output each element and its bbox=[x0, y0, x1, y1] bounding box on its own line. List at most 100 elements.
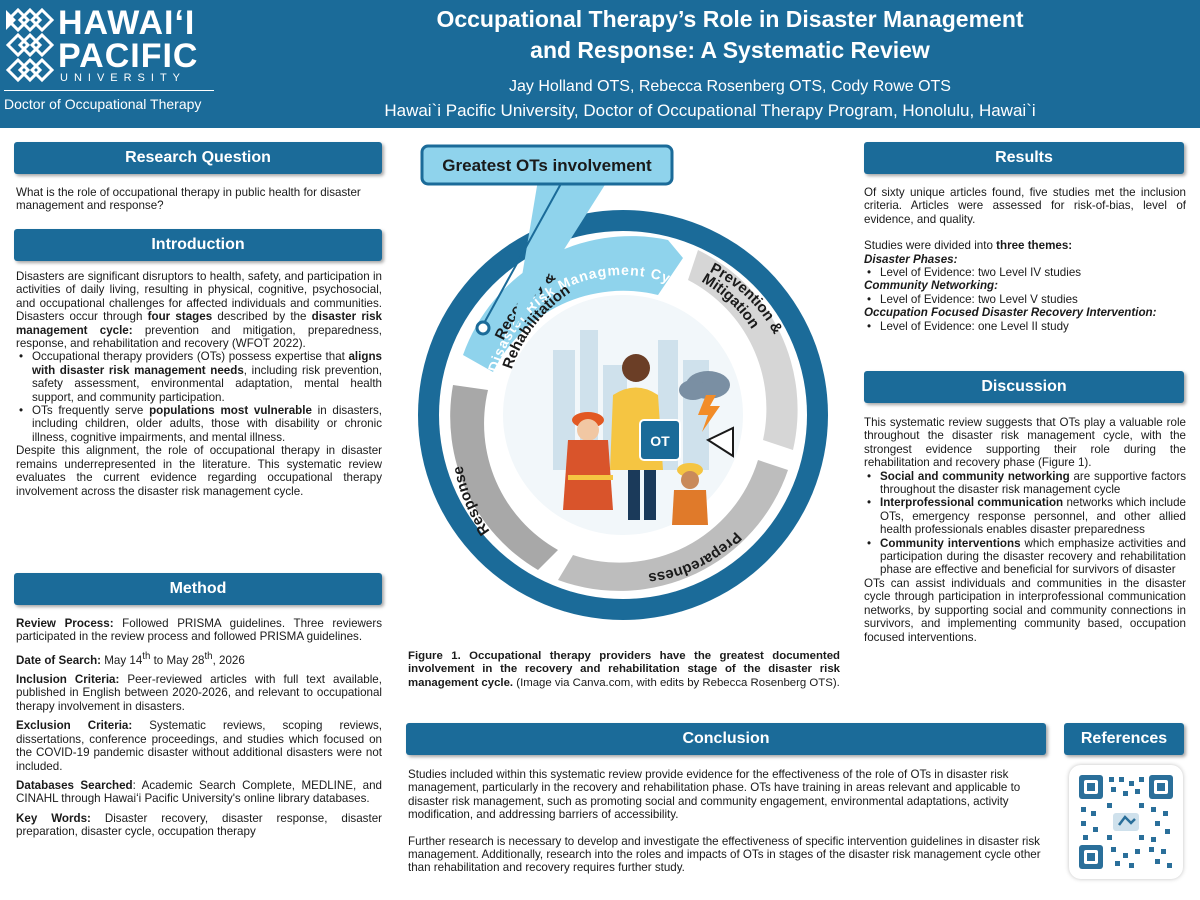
intro-emphasis: populations most vulnerable bbox=[149, 404, 312, 418]
intro-text: Disasters are significant disruptors to … bbox=[16, 270, 382, 324]
logo-word-university: UNIVERSITY bbox=[60, 72, 187, 84]
discussion-emphasis: Community interventions bbox=[880, 536, 1021, 550]
callout-pointer bbox=[513, 180, 608, 330]
method-text: to May 28 bbox=[150, 653, 205, 667]
method-text: Systematic reviews, scoping reviews, dis… bbox=[16, 719, 382, 773]
discussion-text: are supportive factors throughout the di… bbox=[880, 469, 1186, 497]
list-item: Occupational therapy providers (OTs) pos… bbox=[16, 350, 382, 404]
callout-marker-icon bbox=[475, 320, 491, 336]
results-theme-list: Level of Evidence: two Level V studies bbox=[864, 293, 1186, 307]
callout-box bbox=[420, 144, 674, 186]
intro-emphasis: disaster risk management cycle: bbox=[16, 310, 382, 337]
method-databases: Databases Searched: Academic Search Comp… bbox=[16, 779, 382, 806]
discussion-paragraph: This systematic review suggests that OTs… bbox=[864, 416, 1186, 470]
recovery-segment bbox=[463, 236, 683, 372]
logo-word-hawaii: HAWAIʻI bbox=[58, 4, 196, 42]
intro-text: prevention and mitigation, preparedness,… bbox=[16, 323, 382, 351]
intro-text: Occupational therapy providers (OTs) pos… bbox=[32, 350, 349, 364]
list-item: Interprofessional communication networks… bbox=[864, 496, 1186, 536]
method-text: Peer-reviewed articles with full text av… bbox=[16, 673, 382, 713]
references-qr-code[interactable] bbox=[1069, 765, 1183, 879]
introduction-paragraph: Despite this alignment, the role of occu… bbox=[16, 444, 382, 498]
method-label: Inclusion Criteria: bbox=[16, 673, 120, 687]
results-theme-label: Community Networking: bbox=[864, 279, 998, 293]
firefighter-icon bbox=[563, 412, 613, 510]
megaphone-icon bbox=[705, 426, 734, 458]
results-theme: Disaster Phases: bbox=[864, 253, 1186, 266]
method-label: Review Process: bbox=[16, 617, 114, 630]
figure-caption-text: (Image via Canva.com, with edits by Rebe… bbox=[513, 676, 840, 689]
ot-clipboard-icon: OT bbox=[639, 419, 681, 461]
method-exclusion: Exclusion Criteria: Systematic reviews, … bbox=[16, 719, 382, 773]
logo-divider bbox=[4, 90, 214, 91]
results-themes-intro: Studies were divided into three themes: bbox=[864, 239, 1186, 252]
disaster-cycle-graphic: Disaster Risk Managment Cycle Recovery &… bbox=[418, 144, 828, 620]
poster-title: Occupational Therapy’s Role in Disaster … bbox=[260, 4, 1200, 66]
preparedness-segment bbox=[558, 460, 788, 591]
conclusion-heading: Conclusion bbox=[406, 723, 1046, 755]
callout-line bbox=[482, 179, 564, 326]
method-label: Databases Searched bbox=[16, 778, 133, 792]
spacer bbox=[408, 822, 1044, 835]
logo-pattern-icon bbox=[5, 8, 54, 83]
method-heading: Method bbox=[14, 573, 382, 605]
results-theme-list: Level of Evidence: one Level II study bbox=[864, 320, 1186, 334]
storm-cloud-icon bbox=[679, 371, 730, 432]
method-label: Date of Search: bbox=[16, 653, 102, 667]
intro-text: OTs frequently serve bbox=[32, 404, 150, 418]
discussion-emphasis: Interprofessional communication bbox=[880, 496, 1064, 510]
logo-word-pacific: PACIFIC bbox=[58, 37, 199, 75]
results-paragraph: Of sixty unique articles found, five stu… bbox=[864, 186, 1186, 226]
method-body: Review Process: Followed PRISMA guidelin… bbox=[16, 617, 382, 839]
results-theme: Community Networking: bbox=[864, 279, 1186, 292]
discussion-body: This systematic review suggests that OTs… bbox=[864, 416, 1186, 644]
conclusion-body: Studies included within this systematic … bbox=[408, 768, 1044, 875]
list-item: OTs frequently serve populations most vu… bbox=[16, 404, 382, 444]
poster-title-line1: Occupational Therapy’s Role in Disaster … bbox=[436, 6, 1024, 32]
results-body: Of sixty unique articles found, five stu… bbox=[864, 186, 1186, 333]
intro-text: , including risk prevention, safety asse… bbox=[32, 363, 383, 404]
references-heading: References bbox=[1064, 723, 1184, 755]
discussion-text: networks which include OTs, emergency re… bbox=[880, 496, 1187, 537]
callout-text: Greatest OTs involvement bbox=[442, 156, 652, 175]
list-item: Level of Evidence: two Level V studies bbox=[864, 293, 1186, 307]
research-question-heading: Research Question bbox=[14, 142, 382, 174]
method-sup: th bbox=[204, 650, 213, 662]
method-text: , 2026 bbox=[212, 653, 245, 667]
response-segment bbox=[450, 385, 558, 570]
research-question-text: What is the role of occupational therapy… bbox=[16, 186, 361, 213]
discussion-text: which emphasize activities and participa… bbox=[880, 536, 1186, 577]
discussion-heading: Discussion bbox=[864, 371, 1184, 403]
results-theme-label: Disaster Phases: bbox=[864, 252, 958, 266]
intro-text: described by the bbox=[212, 310, 312, 324]
results-emphasis: three themes: bbox=[996, 239, 1073, 253]
method-label: Exclusion Criteria: bbox=[16, 719, 133, 733]
disaster-cycle-figure: Disaster Risk Managment Cycle Recovery &… bbox=[408, 140, 838, 645]
conclusion-paragraph: Further research is necessary to develop… bbox=[408, 834, 1041, 875]
discussion-paragraph: OTs can assist individuals and communiti… bbox=[864, 576, 1186, 644]
method-review: Review Process: Followed PRISMA guidelin… bbox=[16, 617, 382, 644]
university-logo: HAWAIʻI PACIFIC UNIVERSITY Doctor of Occ… bbox=[4, 6, 218, 118]
clipboard-label: OT bbox=[650, 433, 670, 449]
method-inclusion: Inclusion Criteria: Peer-reviewed articl… bbox=[16, 673, 382, 713]
list-item: Level of Evidence: two Level IV studies bbox=[864, 266, 1186, 280]
method-text: Followed PRISMA guidelines. Three review… bbox=[16, 617, 382, 644]
construction-worker-icon bbox=[672, 463, 708, 525]
list-item: Level of Evidence: one Level II study bbox=[864, 320, 1186, 334]
results-theme: Occupation Focused Disaster Recovery Int… bbox=[864, 306, 1186, 319]
results-theme-list: Level of Evidence: two Level IV studies bbox=[864, 266, 1186, 280]
intro-emphasis: four stages bbox=[147, 310, 213, 324]
method-sup: th bbox=[142, 650, 151, 662]
results-theme-label: Occupation Focused Disaster Recovery Int… bbox=[864, 306, 1157, 320]
introduction-body: Disasters are significant disruptors to … bbox=[16, 270, 382, 498]
method-text: Disaster recovery, disaster response, di… bbox=[16, 811, 382, 839]
introduction-heading: Introduction bbox=[14, 229, 382, 261]
figure-caption: Figure 1. Occupational therapy providers… bbox=[408, 650, 840, 690]
method-text: : Academic Search Complete, MEDLINE, and… bbox=[16, 778, 382, 806]
figure-caption-bold: Figure 1. Occupational therapy providers… bbox=[408, 650, 840, 689]
poster-title-line2: and Response: A Systematic Review bbox=[530, 37, 930, 63]
method-label: Key Words: bbox=[16, 811, 91, 825]
method-text: May 14 bbox=[101, 653, 143, 667]
list-item: Social and community networking are supp… bbox=[864, 470, 1186, 497]
poster-header: HAWAIʻI PACIFIC UNIVERSITY Doctor of Occ… bbox=[0, 0, 1200, 128]
